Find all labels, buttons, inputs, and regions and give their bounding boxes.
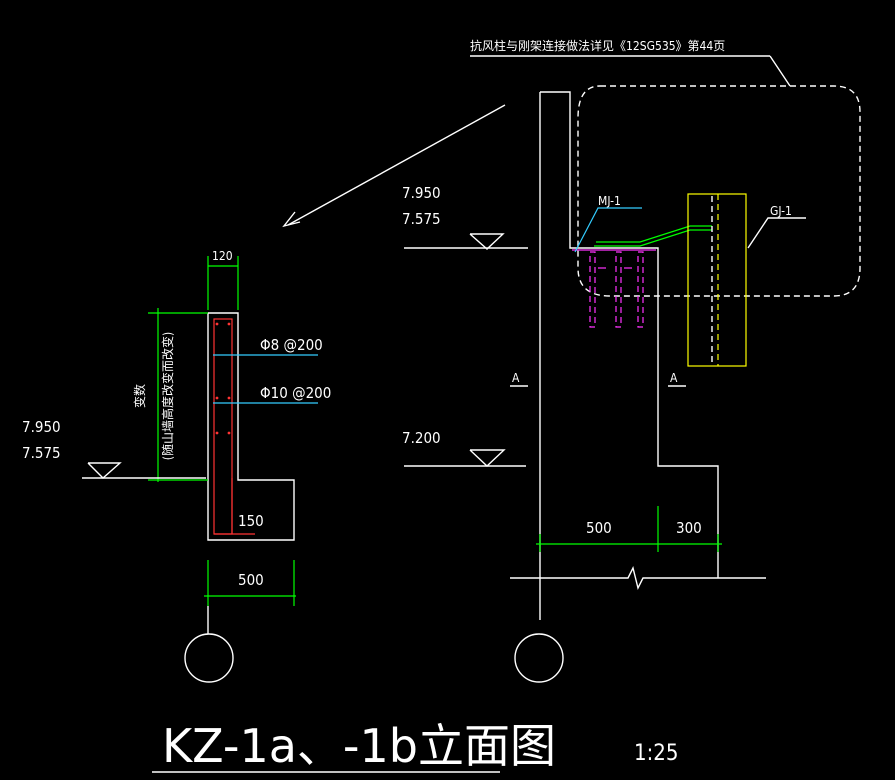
- rebar-outline: [213, 318, 233, 535]
- top-note-leader: [769, 55, 791, 87]
- column-outline-right: [540, 91, 719, 578]
- right-elevation: 7.950 7.575 7.200 MJ-1 GJ-1 A A: [402, 85, 861, 683]
- drawing-title: KZ-1a、-1b立面图: [162, 719, 556, 773]
- elev-triangle: [469, 233, 505, 250]
- reference-arrow: [287, 104, 506, 226]
- dim-150: 150: [238, 512, 264, 530]
- section-outline: [207, 312, 295, 541]
- axis-bubble-left: [184, 633, 234, 683]
- label-mj1: MJ-1: [598, 194, 621, 208]
- detail-callout: [577, 85, 861, 297]
- rebar-dot: [227, 396, 231, 400]
- anchor-bar: [615, 251, 622, 328]
- mj-leader: [574, 207, 642, 253]
- steel-column: [687, 193, 747, 367]
- elev-7575: 7.575: [22, 444, 61, 462]
- dim-300: 300: [676, 519, 702, 537]
- elev-7575-right: 7.575: [402, 210, 441, 228]
- rebar-dot: [215, 322, 219, 326]
- label-gj1: GJ-1: [770, 204, 792, 218]
- rebar-label-1: Φ8 @200: [260, 336, 323, 354]
- rebar-dot: [227, 322, 231, 326]
- dim-500-left: 500: [238, 571, 264, 589]
- elev-triangle: [87, 462, 122, 479]
- gj-leader: [747, 217, 806, 249]
- rebar-dot: [227, 431, 231, 435]
- left-section: 120 Φ8 @200 Φ10 @200 变数 (随山墙高度改变而改变) 7.9…: [22, 249, 331, 683]
- side-label-2: (随山墙高度改变而改变): [160, 332, 175, 460]
- drawing-scale: 1:25: [634, 741, 678, 766]
- anchor-bar: [589, 251, 596, 328]
- elev-7950: 7.950: [22, 418, 61, 436]
- section-a-right: A: [670, 371, 678, 385]
- elev-triangle: [469, 449, 506, 467]
- section-a-left: A: [512, 371, 520, 385]
- rebar-dot: [215, 396, 219, 400]
- ground-break-line: [510, 565, 766, 591]
- anchor-bar: [637, 251, 644, 328]
- connection-bracket: [594, 229, 712, 247]
- elev-7200: 7.200: [402, 429, 441, 447]
- elev-7950-right: 7.950: [402, 184, 441, 202]
- rebar-dot: [215, 431, 219, 435]
- axis-bubble-right: [514, 633, 564, 683]
- dim-500-right: 500: [586, 519, 612, 537]
- connection-bracket: [596, 225, 712, 243]
- side-label-1: 变数: [132, 384, 147, 408]
- top-note: 抗风柱与刚架连接做法详见《12SG535》第44页: [470, 38, 725, 53]
- rebar-label-2: Φ10 @200: [260, 384, 331, 402]
- dim-120: 120: [212, 249, 233, 263]
- reference-arrowhead: [282, 211, 301, 228]
